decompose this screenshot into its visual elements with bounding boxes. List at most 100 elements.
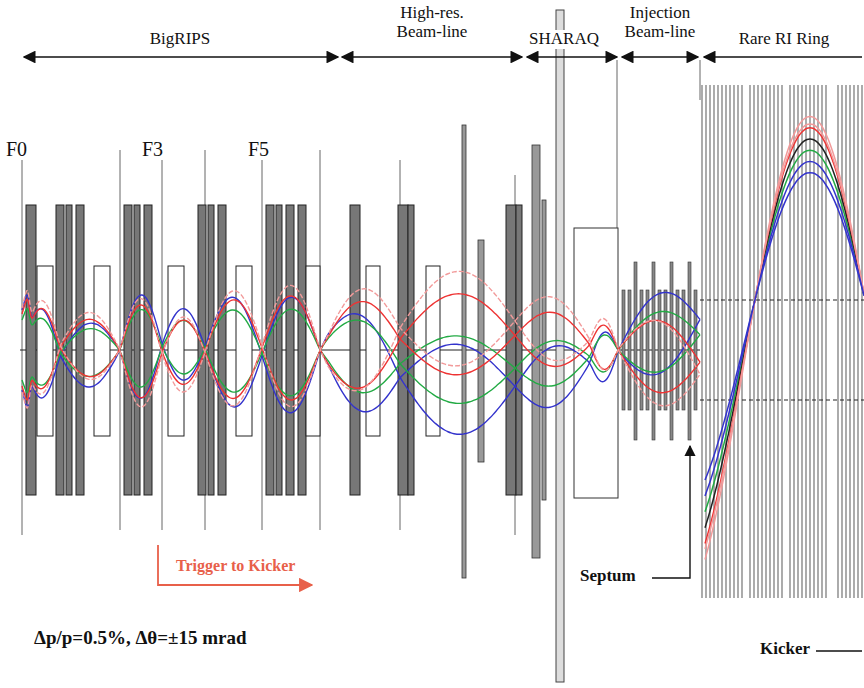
ring-beam-ray: [705, 124, 864, 549]
focal-plane-line: [262, 150, 263, 530]
focal-plane-line: [700, 60, 701, 100]
ring-magnet-line: [717, 85, 718, 598]
kicker-label: Kicker: [760, 640, 810, 659]
ring-beam-ray: [705, 128, 864, 544]
section-label: Injection Beam-line: [615, 4, 705, 41]
focal-plane-label: F0: [4, 138, 29, 160]
quadrupole-magnet: [218, 205, 226, 495]
beam-ray: [22, 299, 700, 400]
section-span-arrow: [24, 56, 338, 58]
septum-label: Septum: [578, 567, 638, 586]
beam-ray: [22, 297, 700, 412]
quadrupole-magnet: [26, 205, 36, 495]
ring-magnet-line: [721, 85, 722, 598]
ring-magnet-line: [853, 85, 854, 598]
ring-magnet-line: [733, 85, 734, 598]
ring-magnet-line: [725, 85, 726, 598]
ring-magnet-line: [709, 85, 710, 598]
injection-element: [622, 290, 625, 410]
beam-ray: [22, 294, 700, 400]
quadrupole-magnet: [516, 205, 522, 495]
quadrupole-magnet: [506, 205, 516, 495]
ring-aperture-line: [700, 300, 864, 301]
injection-element: [694, 290, 697, 410]
injection-element: [676, 290, 679, 410]
ring-magnet-line: [825, 85, 826, 598]
ring-magnet-line: [737, 85, 738, 598]
ring-magnet-line: [757, 85, 758, 598]
injection-element: [652, 262, 655, 440]
focal-plane-line: [120, 150, 121, 530]
section-label: Rare RI Ring: [724, 30, 844, 49]
ring-magnet-line: [793, 85, 794, 598]
dipole-magnet: [37, 266, 53, 436]
ring-magnet-line: [761, 85, 762, 598]
momentum-acceptance-label: Δp/p=0.5%, Δθ=±15 mrad: [34, 628, 247, 649]
beam-envelopes: [22, 116, 864, 559]
ring-magnet-line: [781, 85, 782, 598]
quadrupole-magnet: [144, 205, 152, 495]
injection-element: [628, 290, 631, 410]
ring-magnet-line: [849, 85, 850, 598]
section-label: SHARAQ: [522, 30, 606, 49]
beamline-element: [462, 125, 466, 578]
section-arrows: [24, 57, 862, 651]
ring-magnet-line: [841, 85, 842, 598]
injection-element: [634, 262, 637, 440]
ring-magnet-line: [845, 85, 846, 598]
ring-beam-ray: [705, 116, 864, 559]
ring-magnet-line: [729, 85, 730, 598]
ring-magnet-line: [701, 85, 702, 598]
section-span-arrow: [704, 56, 862, 58]
ring-magnet-line: [817, 85, 818, 598]
injection-element: [646, 290, 649, 410]
section-span-arrow: [622, 56, 698, 58]
quadrupole-magnet: [208, 205, 214, 495]
ring-magnet-line: [777, 85, 778, 598]
quadrupole-magnet: [286, 205, 294, 495]
ring-magnet-line: [821, 85, 822, 598]
ring-magnet-line: [765, 85, 766, 598]
quadrupole-magnet: [298, 205, 306, 495]
ring-magnet-line: [797, 85, 798, 598]
optics-elements: [20, 10, 864, 682]
injection-element: [688, 262, 691, 440]
septum-leader: [652, 446, 690, 578]
quadrupole-magnet: [350, 205, 360, 495]
ring-magnet-line: [769, 85, 770, 598]
focal-plane-label: F3: [140, 138, 165, 160]
ring-beam-ray: [705, 139, 864, 528]
ring-beam-ray: [705, 161, 864, 496]
beamline-element: [478, 240, 484, 462]
focal-plane-line: [22, 150, 23, 535]
ring-beam-ray: [705, 150, 864, 512]
dipole-magnet: [94, 266, 110, 436]
dipole-magnet: [168, 266, 184, 436]
section-span-arrow: [342, 56, 522, 58]
ring-magnet-line: [861, 85, 862, 598]
ring-magnet-line: [753, 85, 754, 598]
beam-ray: [22, 271, 700, 408]
ring-magnet-line: [749, 85, 750, 598]
ring-magnet-line: [773, 85, 774, 598]
quadrupole-magnet: [134, 205, 140, 495]
quadrupole-magnet: [76, 205, 84, 495]
ring-magnet-line: [857, 85, 858, 598]
quadrupole-magnet: [276, 205, 282, 495]
trigger-arrow: [158, 545, 312, 585]
quadrupole-magnet: [66, 205, 72, 495]
ring-magnet-line: [837, 85, 838, 598]
section-label: High-res. Beam-line: [377, 4, 487, 41]
focal-plane-label: F5: [246, 138, 271, 160]
quadrupole-magnet: [266, 205, 274, 495]
injection-element: [670, 262, 673, 440]
section-label: BigRIPS: [120, 30, 240, 49]
quadrupole-magnet: [398, 205, 408, 495]
ring-magnet-line: [801, 85, 802, 598]
ring-aperture-line: [700, 400, 864, 401]
quadrupole-magnet: [124, 205, 132, 495]
kicker-leader: [816, 650, 862, 651]
